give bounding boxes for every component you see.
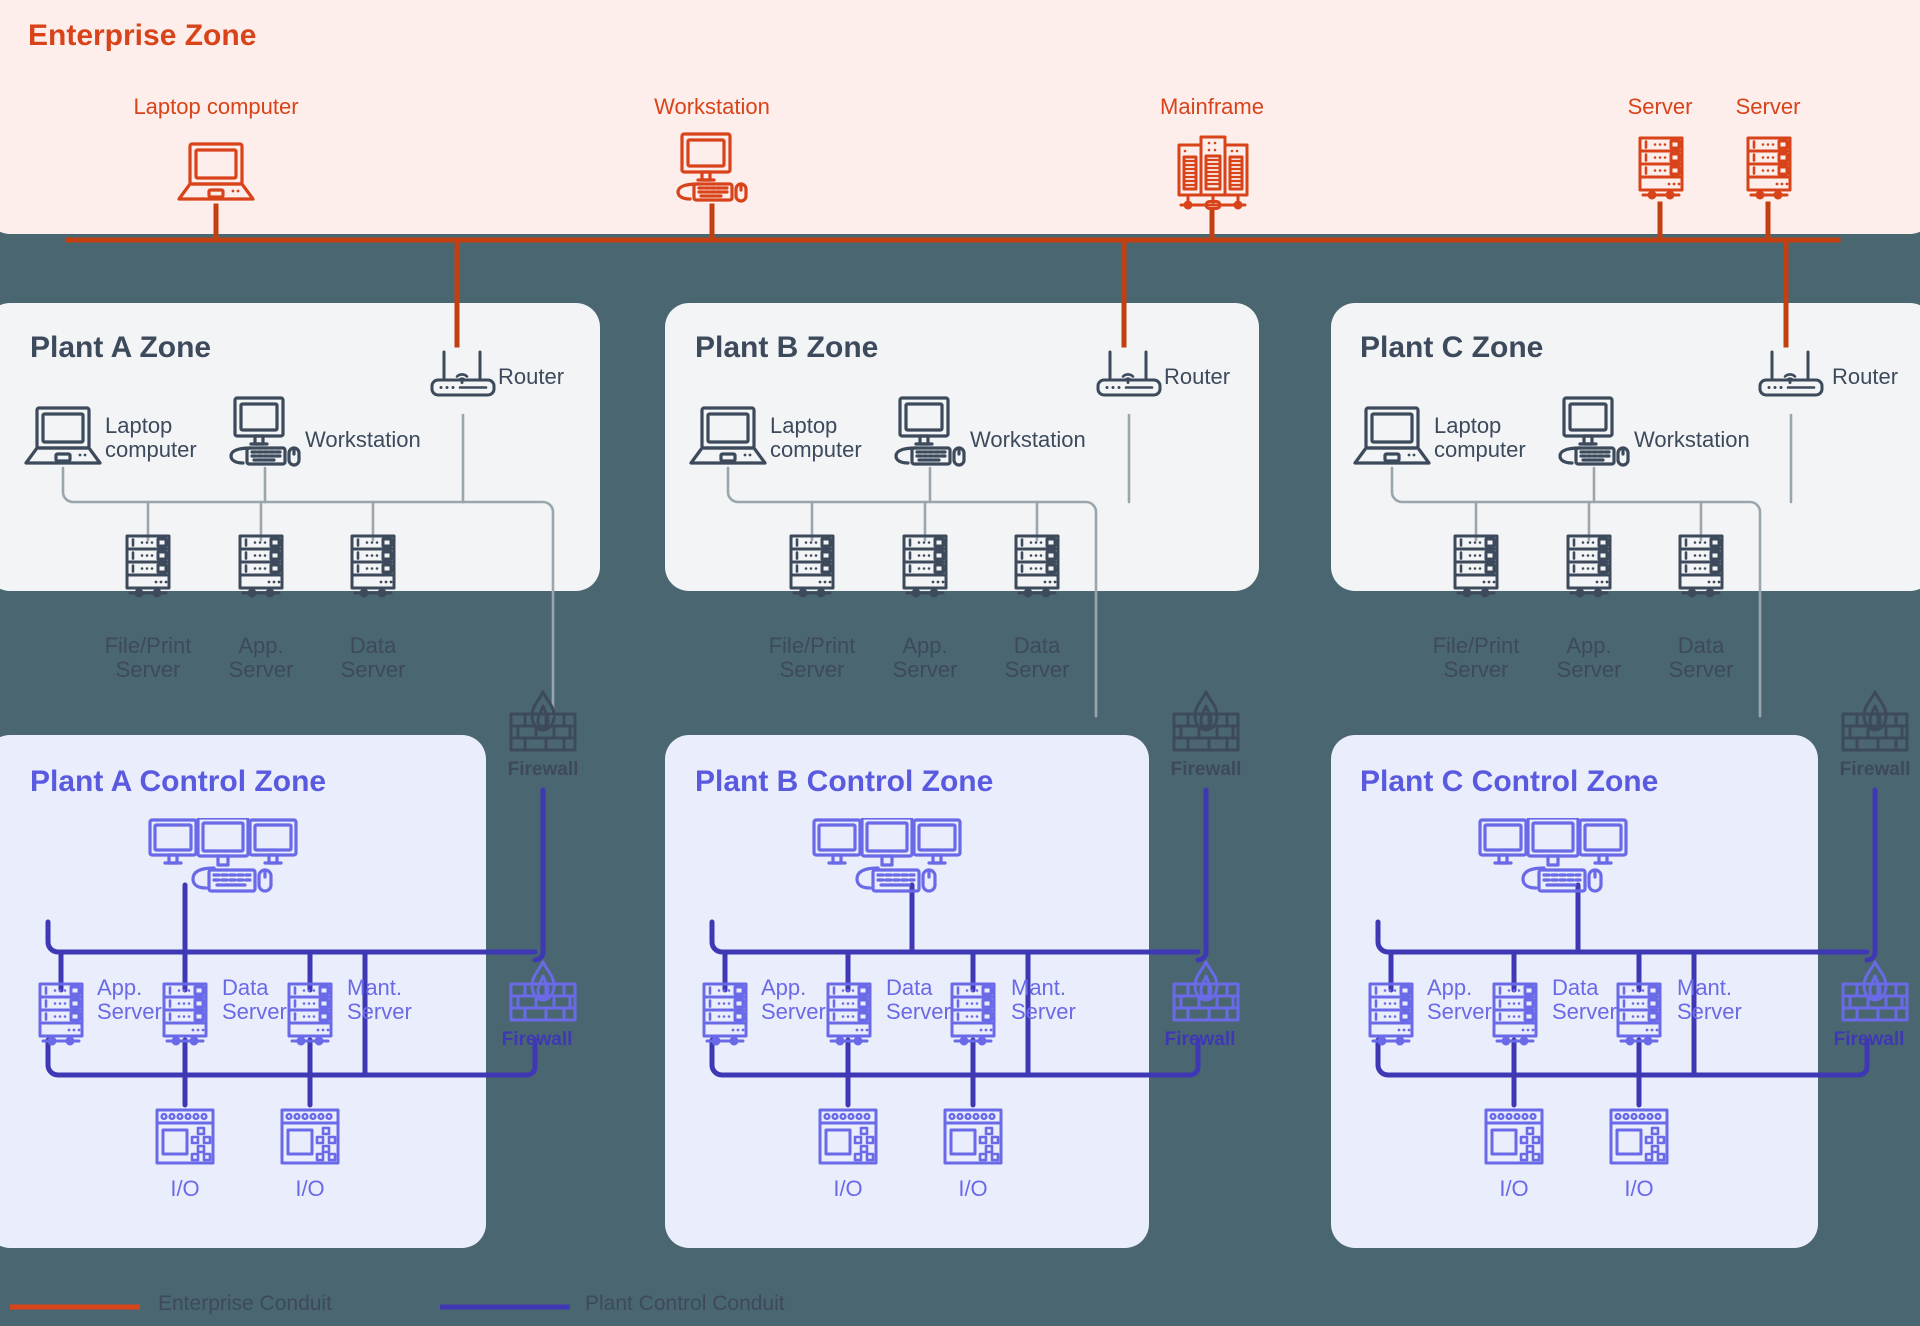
plant-c-firewall-label: Firewall [1839,759,1911,780]
plant-b-router-label: Router [1164,364,1231,389]
plant-c-router-label: Router [1832,364,1899,389]
enterprise-conduit [65,201,1841,348]
plant-a-control-data-server-label: Data Server [222,975,287,1024]
plant-a-control-firewall-label: Firewall [501,1029,573,1050]
plant-c-workstation-label: Workstation [1634,427,1750,452]
plant-c-control-io-label-2: I/O [1624,1176,1654,1201]
plant-c-control-app-server-label: App. Server [1427,975,1492,1024]
plant-b-control-app-server-label: App. Server [761,975,826,1024]
plant-b-firewall-icon[interactable] [1172,690,1240,752]
plant-a-router-label: Router [498,364,565,389]
plant-b-control-mant-server-label: Mant. Server [1011,975,1076,1024]
plant-a-zone-panel [0,303,600,591]
plant-b-control-zone-title: Plant B Control Zone [695,765,994,798]
plant-c-firewall-icon[interactable] [1841,690,1909,752]
plant-c-control-zone-title: Plant C Control Zone [1360,765,1659,798]
plant-c-control-mant-server-label: Mant. Server [1677,975,1742,1024]
plant-a-app-server-label: App. Server [228,633,294,682]
plant-a-zone-title: Plant A Zone [30,331,212,364]
plant-b-control-zone-panel [665,735,1149,1248]
enterprise-zone-panel [0,0,1920,234]
enterprise-node-label-server-2: Server [1735,94,1801,119]
plant-a-firewall-icon[interactable] [509,690,577,752]
enterprise-node-label-mainframe: Mainframe [1160,94,1264,119]
plant-b-control-firewall-label: Firewall [1164,1029,1236,1050]
plant-a-data-server-label: Data Server [340,633,406,682]
plant-b-control-firewall-icon[interactable] [1172,960,1240,1022]
plant-a-control-io-label-2: I/O [295,1176,325,1201]
plant-a-control-zone-panel [0,735,486,1248]
plant-b-workstation-label: Workstation [970,427,1086,452]
plant-b-conduit [726,413,1131,718]
plant-b-zone-title: Plant B Zone [695,331,879,364]
plant-a-control-io-label-1: I/O [170,1176,200,1201]
enterprise-node-label-server-1: Server [1627,94,1693,119]
plant-c-app-server-label: App. Server [1556,633,1622,682]
plant-b-firewall-label: Firewall [1170,759,1242,780]
plant-a-conduit [61,413,555,718]
plant-c-conduit [1390,413,1793,718]
enterprise-zone-title: Enterprise Zone [28,19,257,52]
plant-a-firewall-label: Firewall [507,759,579,780]
plant-b-control-io-label-1: I/O [833,1176,863,1201]
legend-label-enterprise: Enterprise Conduit [158,1292,332,1315]
legend-label-control: Plant Control Conduit [585,1292,785,1315]
plant-c-control-firewall-label: Firewall [1833,1029,1905,1050]
plant-b-laptop-label: Laptop computer [770,413,862,462]
plant-a-control-app-server-label: App. Server [97,975,162,1024]
plant-c-control-data-server-label: Data Server [1552,975,1617,1024]
plant-a-workstation-label: Workstation [305,427,421,452]
plant-a-control-conduit [45,787,546,1108]
plant-b-control-conduit [709,787,1209,1108]
plant-c-control-zone-panel [1331,735,1818,1248]
plant-a-laptop-label: Laptop computer [105,413,197,462]
plant-b-data-server-label: Data Server [1004,633,1070,682]
plant-a-file-print-server-label: File/Print Server [104,633,192,682]
plant-c-zone-title: Plant C Zone [1360,331,1544,364]
plant-c-laptop-label: Laptop computer [1434,413,1526,462]
plant-c-control-conduit [1375,787,1878,1108]
plant-a-control-zone-title: Plant A Control Zone [30,765,327,798]
plant-c-control-io-label-1: I/O [1499,1176,1529,1201]
plant-c-file-print-server-label: File/Print Server [1432,633,1520,682]
plant-a-control-mant-server-label: Mant. Server [347,975,412,1024]
plant-b-control-data-server-label: Data Server [886,975,951,1024]
plant-c-control-firewall-icon[interactable] [1841,960,1909,1022]
enterprise-node-label-laptop: Laptop computer [133,94,299,119]
plant-b-app-server-label: App. Server [892,633,958,682]
plant-c-data-server-label: Data Server [1668,633,1734,682]
enterprise-node-label-workstation: Workstation [654,94,770,119]
plant-a-control-firewall-icon[interactable] [509,960,577,1022]
plant-b-file-print-server-label: File/Print Server [768,633,856,682]
plant-b-control-io-label-2: I/O [958,1176,988,1201]
